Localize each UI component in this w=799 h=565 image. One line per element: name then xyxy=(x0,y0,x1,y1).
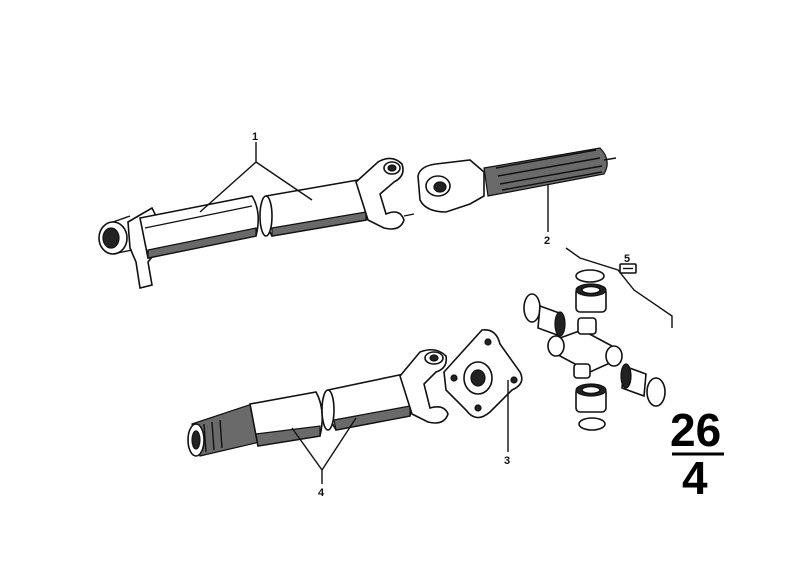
bearing-cup-left xyxy=(523,293,566,338)
centre-flange xyxy=(443,328,523,419)
universal-joint-cross xyxy=(547,317,623,379)
upper-propeller-shaft xyxy=(98,157,415,289)
lower-shaft-yoke xyxy=(399,348,449,424)
group-number: 26 4 xyxy=(670,404,724,504)
callout-2: 2 xyxy=(544,235,550,247)
upper-shaft-yoke xyxy=(355,157,415,230)
bearing-cup-right xyxy=(620,363,666,407)
slip-yoke-splined-shaft xyxy=(417,147,617,213)
bearing-cup-bottom xyxy=(575,383,607,431)
lower-propeller-shaft xyxy=(187,348,449,457)
callout-3: 3 xyxy=(504,455,510,467)
lower-shaft-threaded-end xyxy=(187,403,261,457)
bearing-cup-top xyxy=(575,269,607,313)
lower-shaft-left-tube xyxy=(249,391,324,447)
group-number-top: 26 xyxy=(670,404,721,456)
leader-lines xyxy=(199,142,549,484)
universal-joint-kit xyxy=(523,247,673,431)
callout-4: 4 xyxy=(318,487,325,499)
callout-1: 1 xyxy=(252,131,258,143)
upper-shaft-left-tube xyxy=(139,195,260,259)
lower-shaft-right-tube xyxy=(321,373,415,431)
callout-5: 5 xyxy=(624,253,630,265)
group-number-bottom: 4 xyxy=(682,452,708,504)
upper-shaft-right-tube xyxy=(259,179,371,237)
